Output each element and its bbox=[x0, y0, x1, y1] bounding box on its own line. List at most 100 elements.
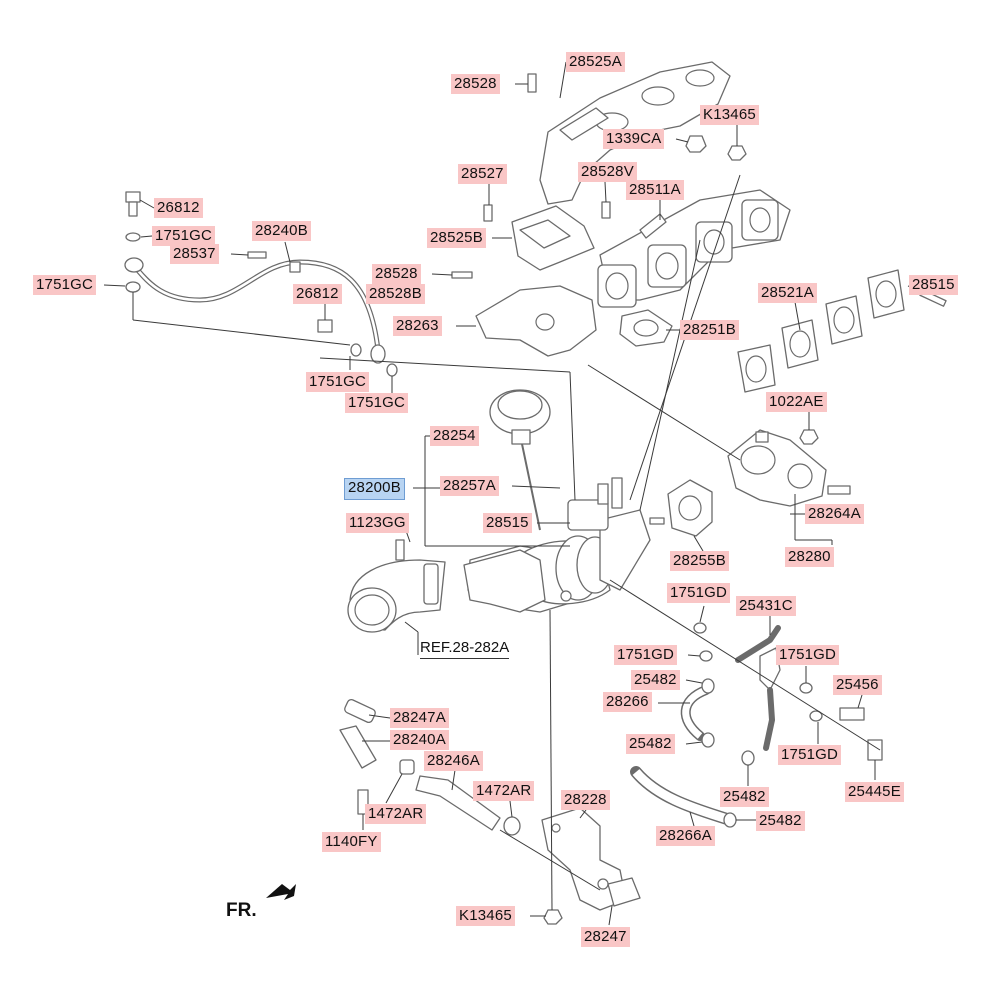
washer-1751gc-b-part bbox=[350, 343, 362, 357]
part-label-28264a: 28264A bbox=[805, 504, 864, 524]
front-direction-label: FR. bbox=[226, 900, 257, 921]
part-label-1751gc: 1751GC bbox=[152, 226, 216, 246]
gasket-28247-part bbox=[607, 877, 641, 907]
gasket-1751gd-a-part bbox=[693, 622, 707, 634]
nut-1022ae-part bbox=[799, 429, 819, 445]
part-label-28266: 28266 bbox=[603, 692, 652, 712]
part-label-25482-d: 25482 bbox=[756, 811, 805, 831]
nut-k13465-bottom-part bbox=[543, 909, 563, 925]
banjo-bolt-top-part bbox=[125, 191, 141, 217]
part-label-28515-mid: 28515 bbox=[483, 513, 532, 533]
bolt-1123gg-part bbox=[395, 539, 405, 561]
gasket-1751gd-c-part bbox=[799, 682, 813, 694]
turbo-heat-shield-part bbox=[475, 285, 597, 357]
part-label-28247a: 28247A bbox=[390, 708, 449, 728]
washer-1751gc-left-part bbox=[125, 281, 141, 293]
part-label-28240b: 28240B bbox=[252, 221, 311, 241]
manifold-gaskets-part bbox=[737, 269, 905, 393]
oil-feed-pipe-part bbox=[124, 257, 386, 364]
part-label-k13465-bottom: K13465 bbox=[456, 906, 515, 926]
part-label-28528b: 28528B bbox=[366, 284, 425, 304]
part-label-28511a: 28511A bbox=[626, 180, 684, 200]
heat-shield-lower-part bbox=[511, 205, 595, 271]
turbo-flange-gasket-part bbox=[619, 309, 673, 347]
gasket-28255b-part bbox=[667, 479, 713, 537]
coolant-pipe-part bbox=[339, 698, 521, 836]
nut-k13465-top-part bbox=[727, 145, 747, 161]
washer-1751gc-a-part bbox=[125, 232, 141, 242]
part-label-1022ae: 1022AE bbox=[766, 392, 827, 412]
part-label-1472ar-a: 1472AR bbox=[473, 781, 535, 801]
leader-lines bbox=[103, 61, 921, 926]
part-label-25482-c: 25482 bbox=[720, 787, 769, 807]
part-label-28257a: 28257A bbox=[440, 476, 499, 496]
part-label-1751gd-d: 1751GD bbox=[778, 745, 842, 765]
clamp-25482-b-part bbox=[701, 732, 715, 748]
part-label-28280: 28280 bbox=[785, 547, 834, 567]
part-label-26812-mid: 26812 bbox=[293, 284, 342, 304]
front-direction-arrow-icon bbox=[266, 884, 296, 900]
clamp-25482-c-part bbox=[741, 750, 755, 766]
gasket-1751gd-b-part bbox=[699, 650, 713, 662]
part-label-28525b: 28525B bbox=[427, 228, 486, 248]
part-label-28200b: 28200B bbox=[344, 478, 405, 500]
gasket-1751gd-d-part bbox=[809, 710, 823, 722]
clamp-25482-d-part bbox=[723, 812, 737, 828]
reference-label: REF.28-282A bbox=[420, 638, 510, 659]
part-label-28247: 28247 bbox=[581, 927, 630, 947]
oil-return-pipe-part bbox=[735, 625, 781, 751]
part-label-1123gg: 1123GG bbox=[346, 513, 409, 533]
part-label-28266a: 28266A bbox=[656, 826, 715, 846]
intake-hose-part bbox=[347, 559, 446, 633]
bolt-25456-part bbox=[839, 707, 865, 721]
washer-1751gc-c-part bbox=[386, 363, 398, 377]
part-label-28515-right: 28515 bbox=[909, 275, 958, 295]
part-label-28528-mid: 28528 bbox=[372, 264, 421, 284]
part-label-k13465: K13465 bbox=[700, 105, 759, 125]
exhaust-elbow-part bbox=[727, 429, 827, 507]
exhaust-manifold-part bbox=[597, 189, 791, 308]
wastegate-actuator-part bbox=[489, 389, 551, 531]
part-label-28521a: 28521A bbox=[758, 283, 817, 303]
part-label-1751gd-a: 1751GD bbox=[667, 583, 731, 603]
part-label-28528: 28528 bbox=[451, 74, 500, 94]
part-label-1751gc-left: 1751GC bbox=[33, 275, 97, 295]
part-label-1751gd-b: 1751GD bbox=[614, 645, 678, 665]
part-label-28246a: 28246A bbox=[424, 751, 483, 771]
hose-28266a-part bbox=[630, 766, 736, 826]
part-label-25456: 25456 bbox=[833, 675, 882, 695]
part-label-1472ar-b: 1472AR bbox=[365, 804, 427, 824]
part-label-1140fy: 1140FY bbox=[322, 832, 381, 852]
part-label-28525a: 28525A bbox=[566, 52, 625, 72]
part-label-28254: 28254 bbox=[430, 426, 479, 446]
nut-1339ca-part bbox=[685, 135, 707, 153]
part-label-28228: 28228 bbox=[561, 790, 610, 810]
hose-28266-part bbox=[680, 685, 711, 741]
part-label-28528v: 28528V bbox=[578, 162, 637, 182]
bolt-28527-part bbox=[483, 204, 493, 222]
clamp-25482-a-part bbox=[701, 678, 715, 694]
part-label-28537: 28537 bbox=[170, 244, 219, 264]
part-label-28263: 28263 bbox=[393, 316, 442, 336]
part-label-28255b: 28255B bbox=[670, 551, 729, 571]
part-label-25431c: 25431C bbox=[736, 596, 796, 616]
bolt-28528v-part bbox=[601, 201, 611, 219]
bolt-28528-top-part bbox=[527, 73, 537, 93]
bolt-28528-mid-part bbox=[451, 271, 473, 279]
part-label-28251b: 28251B bbox=[680, 320, 739, 340]
part-label-28527: 28527 bbox=[458, 164, 507, 184]
part-label-26812: 26812 bbox=[154, 198, 203, 218]
part-label-1751gd-c: 1751GD bbox=[776, 645, 840, 665]
bolt-28537-part bbox=[247, 251, 267, 259]
part-label-28240a: 28240A bbox=[390, 730, 449, 750]
stud-28264a-part bbox=[827, 485, 851, 495]
part-label-1751gc-b: 1751GC bbox=[306, 372, 370, 392]
part-label-1751gc-c: 1751GC bbox=[345, 393, 409, 413]
part-label-25482-a: 25482 bbox=[631, 670, 680, 690]
stud-28515-mid-part bbox=[649, 517, 665, 525]
outlet-elbow-part bbox=[463, 549, 546, 613]
part-label-25445e: 25445E bbox=[845, 782, 904, 802]
part-label-25482-b: 25482 bbox=[626, 734, 675, 754]
bolt-26812-mid-part bbox=[317, 319, 333, 333]
